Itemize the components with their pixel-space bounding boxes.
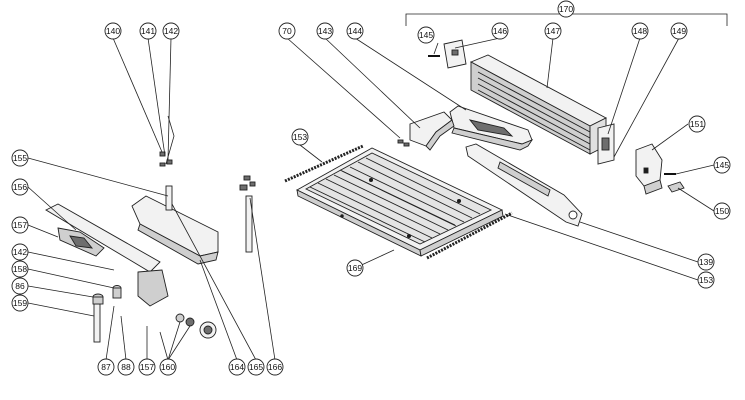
svg-text:86: 86 — [15, 281, 25, 291]
clamp-pad — [667, 181, 685, 193]
svg-text:146: 146 — [493, 26, 507, 36]
svg-text:140: 140 — [106, 26, 120, 36]
end-cap — [597, 123, 615, 165]
callout-151: 151 — [688, 115, 706, 133]
post-159 — [93, 303, 101, 343]
callout-157: 157 — [11, 216, 29, 234]
svg-text:139: 139 — [699, 257, 713, 267]
callout-153-right: 153 — [697, 271, 715, 289]
callout-144: 144 — [346, 22, 364, 40]
callout-160: 160 — [159, 358, 177, 376]
blade-guard — [449, 105, 534, 151]
svg-text:157: 157 — [13, 220, 27, 230]
callout-149: 149 — [670, 22, 688, 40]
callout-148: 148 — [631, 22, 649, 40]
miter-fence-body — [131, 185, 219, 265]
callout-145-right: 145 — [713, 156, 731, 174]
callout-169: 169 — [346, 259, 364, 277]
edge-strip-right — [426, 211, 513, 260]
callout-147: 147 — [544, 22, 562, 40]
callout-170: 170 — [557, 0, 575, 18]
svg-text:153: 153 — [293, 132, 307, 142]
callout-157-bottom: 157 — [138, 358, 156, 376]
svg-text:164: 164 — [230, 362, 244, 372]
leader-lines — [27, 9, 728, 361]
callout-164: 164 — [228, 358, 246, 376]
callout-150: 150 — [713, 202, 731, 220]
svg-text:166: 166 — [268, 362, 282, 372]
riving-knife — [465, 143, 583, 227]
callout-145: 145 — [417, 26, 435, 44]
callout-153: 153 — [291, 128, 309, 146]
svg-text:153: 153 — [699, 275, 713, 285]
callout-146: 146 — [491, 22, 509, 40]
callout-141: 141 — [139, 22, 157, 40]
svg-text:70: 70 — [282, 26, 292, 36]
svg-text:160: 160 — [161, 362, 175, 372]
svg-text:144: 144 — [348, 26, 362, 36]
callout-86: 86 — [11, 277, 29, 295]
svg-text:141: 141 — [141, 26, 155, 36]
post-166 — [245, 195, 253, 253]
callout-156: 156 — [11, 178, 29, 196]
svg-text:142: 142 — [13, 247, 27, 257]
svg-text:165: 165 — [249, 362, 263, 372]
callout-158: 158 — [11, 260, 29, 278]
callout-165: 165 — [247, 358, 265, 376]
svg-text:169: 169 — [348, 263, 362, 273]
svg-text:149: 149 — [672, 26, 686, 36]
cover-plate — [409, 111, 455, 151]
screw-set-70 — [397, 139, 410, 147]
callout-143: 143 — [316, 22, 334, 40]
callout-155: 155 — [11, 149, 29, 167]
edge-strip-left — [284, 144, 364, 183]
svg-text:170: 170 — [559, 4, 573, 14]
lock-handle — [175, 313, 217, 339]
svg-text:159: 159 — [13, 298, 27, 308]
knob-158 — [112, 285, 122, 299]
svg-text:87: 87 — [101, 362, 111, 372]
callout-142: 142 — [162, 22, 180, 40]
rail-bracket — [443, 39, 467, 69]
svg-text:157: 157 — [140, 362, 154, 372]
knob-86 — [92, 293, 104, 305]
svg-text:145: 145 — [419, 30, 433, 40]
callout-70: 70 — [278, 22, 296, 40]
callout-166: 166 — [266, 358, 284, 376]
callout-87: 87 — [97, 358, 115, 376]
callout-139: 139 — [697, 253, 715, 271]
svg-text:143: 143 — [318, 26, 332, 36]
svg-text:151: 151 — [690, 119, 704, 129]
callout-140: 140 — [104, 22, 122, 40]
svg-text:147: 147 — [546, 26, 560, 36]
svg-text:156: 156 — [13, 182, 27, 192]
svg-text:158: 158 — [13, 264, 27, 274]
svg-text:148: 148 — [633, 26, 647, 36]
callout-88: 88 — [117, 358, 135, 376]
svg-text:145: 145 — [715, 160, 729, 170]
miter-gauge — [45, 203, 169, 307]
svg-text:155: 155 — [13, 153, 27, 163]
svg-text:150: 150 — [715, 206, 729, 216]
fence-clamp — [635, 143, 663, 195]
fence-rail — [469, 54, 607, 155]
callout-159: 159 — [11, 294, 29, 312]
svg-text:142: 142 — [164, 26, 178, 36]
small-screws-upper — [239, 175, 256, 191]
table-plate — [296, 147, 504, 257]
callout-142-left: 142 — [11, 243, 29, 261]
svg-text:88: 88 — [121, 362, 131, 372]
